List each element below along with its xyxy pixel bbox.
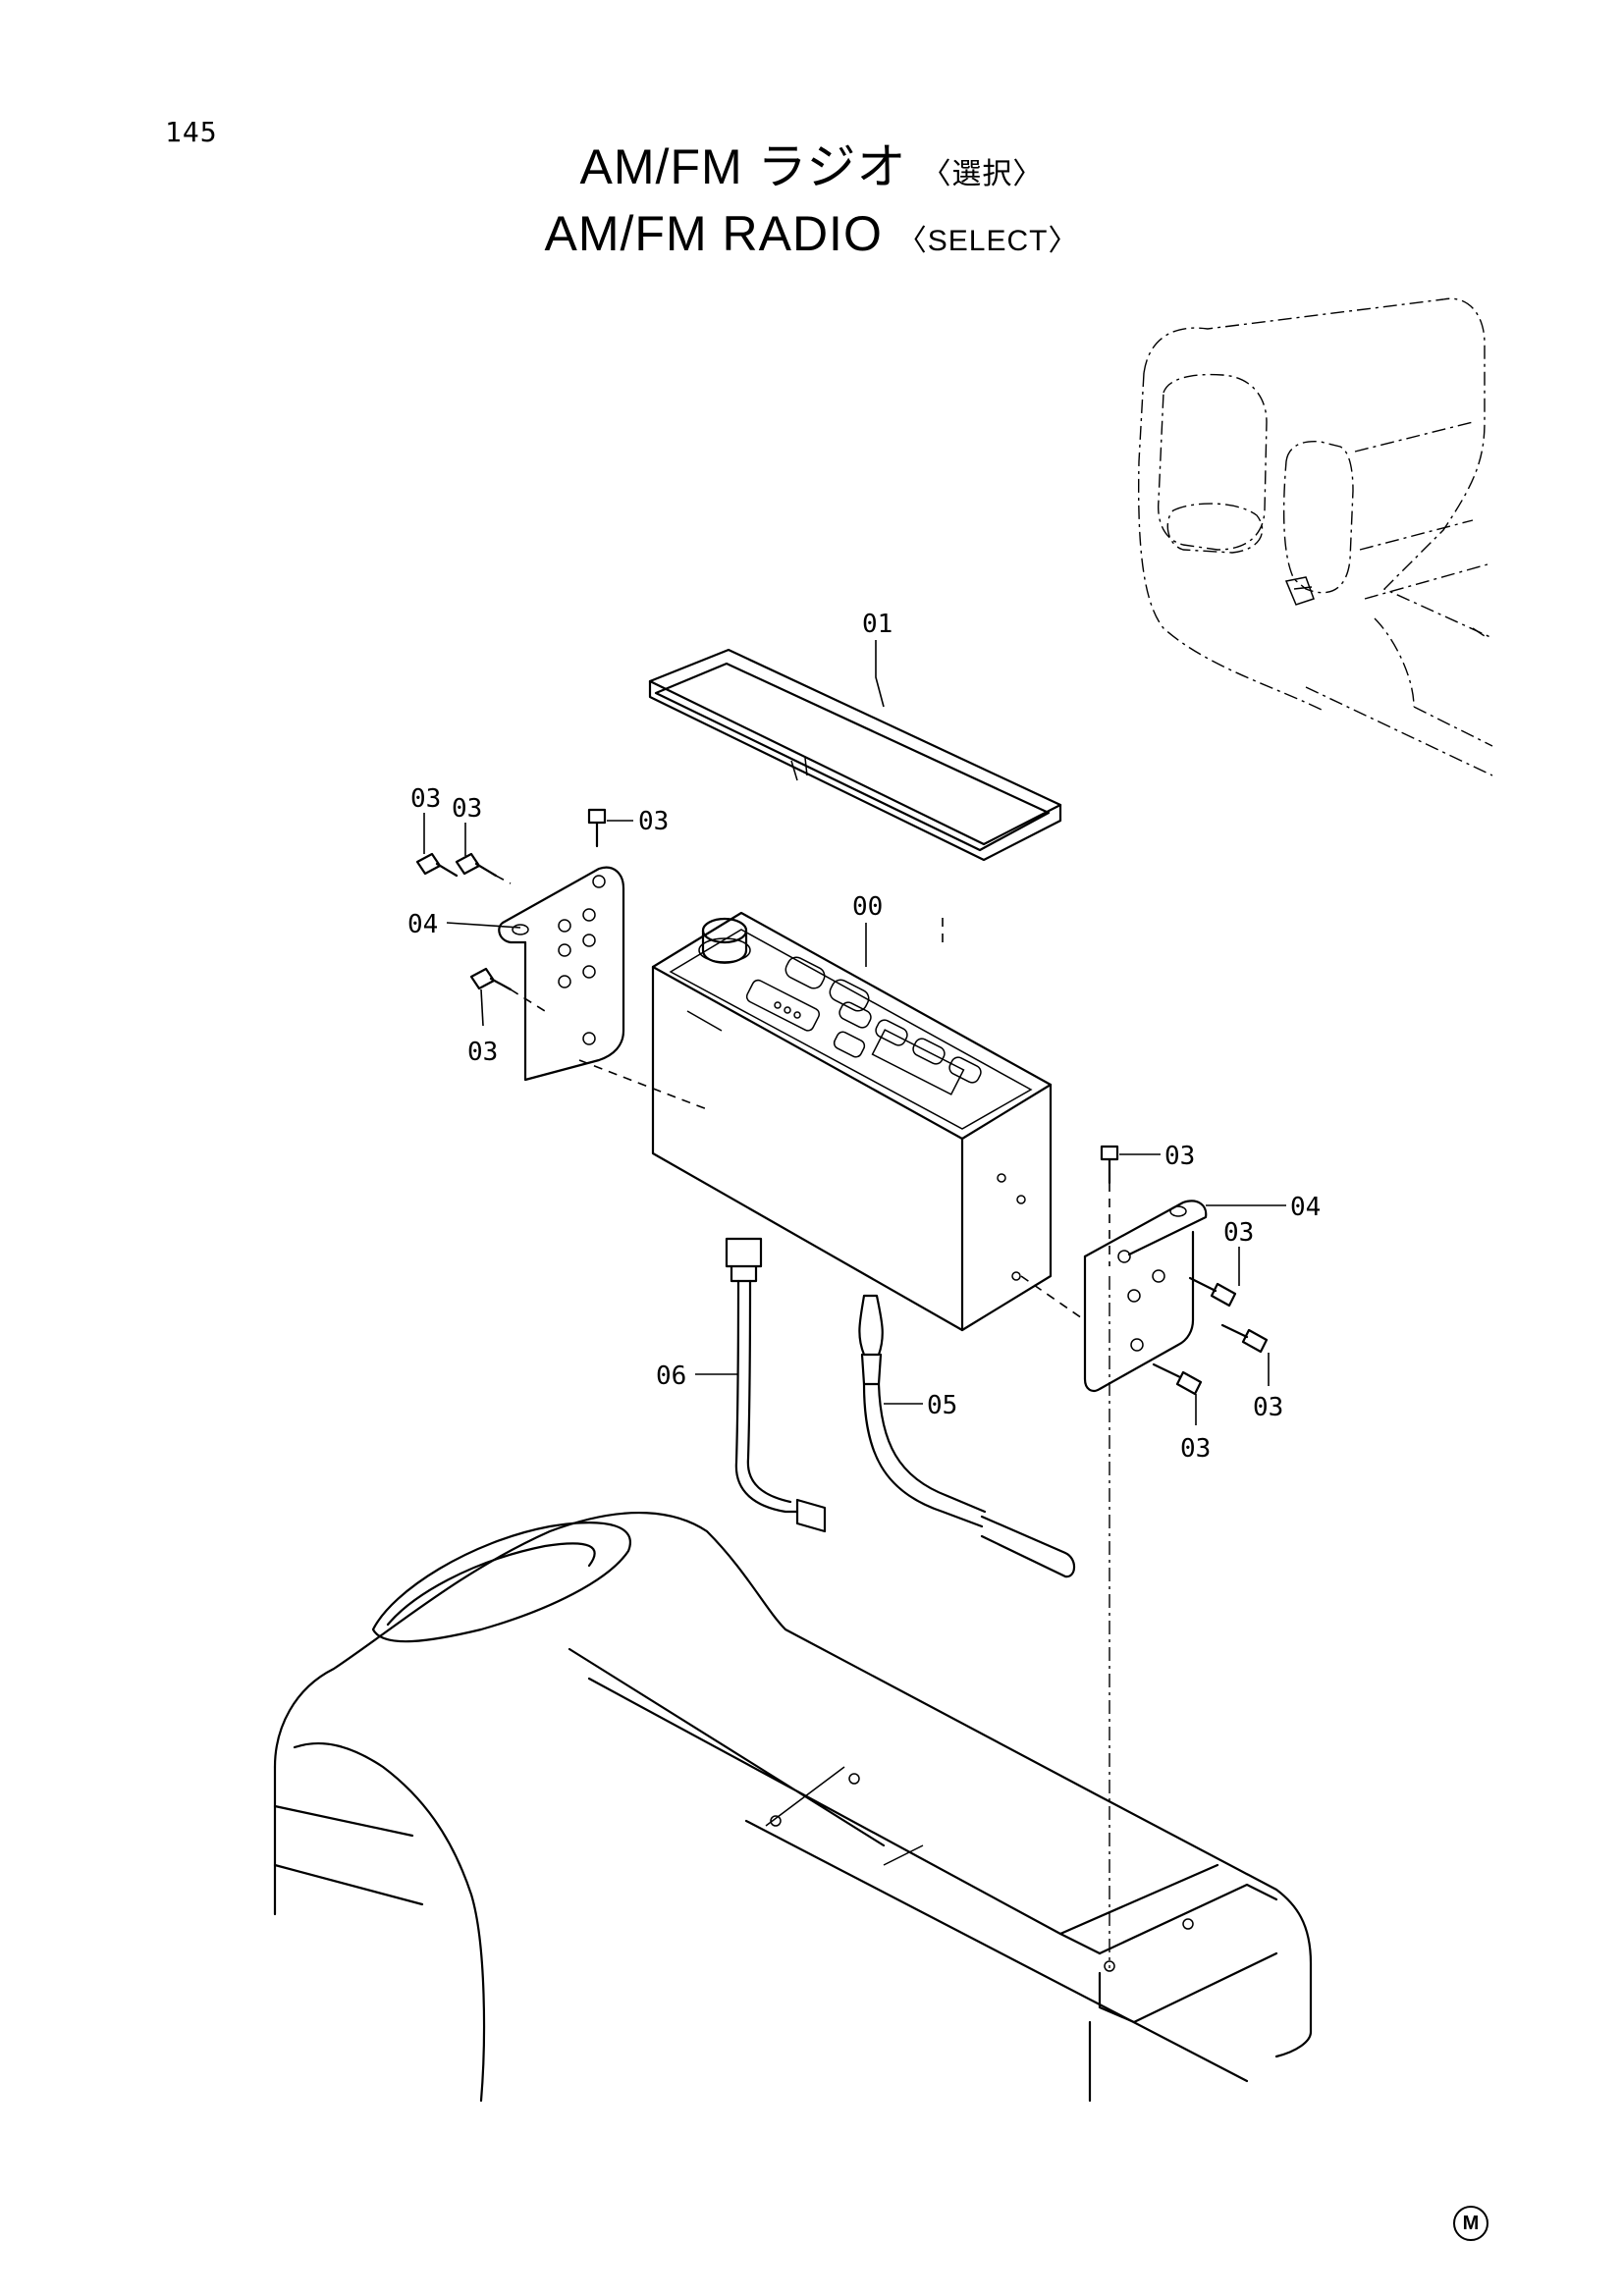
corner-mark: M (1453, 2206, 1488, 2241)
cab-outline (1138, 297, 1493, 776)
antenna-cable (858, 1294, 1076, 1578)
callout-screw-6: 03 (1223, 1218, 1254, 1248)
callout-gasket: 01 (862, 610, 893, 639)
page-number: 145 (165, 116, 218, 148)
callout-screw-3: 03 (638, 807, 669, 836)
title-japanese: AM/FM ラジオ 〈選択〉 (0, 137, 1623, 204)
callout-screw-1: 03 (410, 784, 441, 814)
screw-set (415, 808, 1269, 1396)
title-japanese-main: AM/FM ラジオ (579, 139, 907, 194)
callout-antenna-cable: 05 (927, 1391, 957, 1420)
bracket-left (498, 866, 625, 1082)
callout-screw-2: 03 (452, 794, 482, 824)
bracket-right (1083, 1200, 1208, 1393)
callout-radio: 00 (852, 892, 883, 922)
wire-harness (725, 1237, 827, 1533)
callout-screw-8: 03 (1180, 1434, 1211, 1464)
callout-screw-4: 03 (467, 1038, 498, 1067)
title-english-note: 〈SELECT〉 (896, 225, 1079, 257)
console-base (273, 1512, 1313, 2103)
callout-screw-5: 03 (1164, 1142, 1195, 1171)
leader-lines (423, 640, 1286, 1425)
callout-screw-7: 03 (1253, 1393, 1283, 1422)
assembly-lines (495, 875, 1110, 1968)
gasket-frame (648, 648, 1062, 862)
callout-bracket-left: 04 (407, 910, 438, 939)
radio-unit (651, 911, 1053, 1332)
callout-bracket-right: 04 (1290, 1193, 1321, 1222)
title-english-main: AM/FM RADIO (544, 206, 883, 261)
title-english: AM/FM RADIO 〈SELECT〉 (0, 204, 1623, 271)
callout-labels: 01 00 03 03 03 04 03 03 04 03 03 03 05 0… (407, 610, 1321, 1464)
callout-harness: 06 (656, 1362, 686, 1391)
title-block: AM/FM ラジオ 〈選択〉 AM/FM RADIO 〈SELECT〉 (0, 137, 1623, 271)
title-japanese-note: 〈選択〉 (921, 158, 1044, 190)
